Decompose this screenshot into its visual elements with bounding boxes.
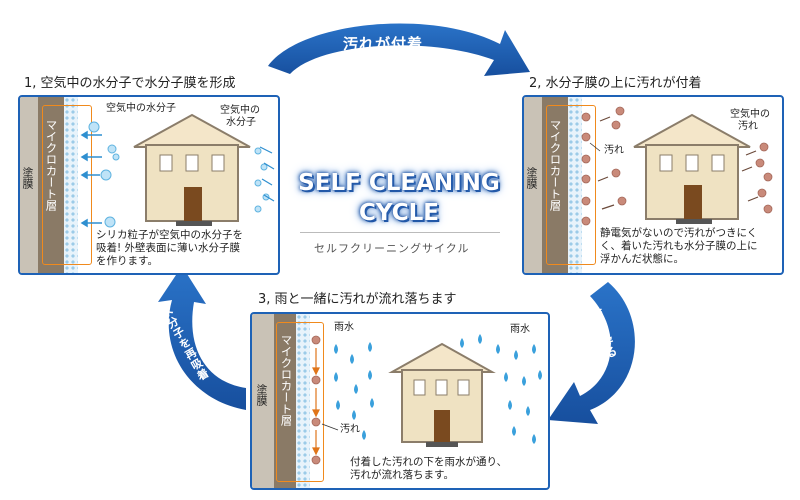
step1-label-b2: 水分子 xyxy=(226,117,256,128)
step2-paint-label: 塗膜 xyxy=(525,167,538,189)
step3-dirt-flowing xyxy=(311,335,321,465)
step2-layer-label: マイクロカート層 xyxy=(548,119,563,211)
step1-arrows xyxy=(80,130,102,228)
step1-house xyxy=(133,113,251,226)
step3-caption-1: 付着した汚れの下を雨水が通り、 xyxy=(350,456,508,468)
step3-title: 3, 雨と一緒に汚れが流れ落ちます xyxy=(258,292,457,307)
step1-illustration xyxy=(80,113,275,228)
step1-label-a: 空気中の水分子 xyxy=(106,103,176,114)
center-title-line1: SELF CLEANING xyxy=(298,170,500,196)
step3-caption-2: 汚れが流れ落ちます。 xyxy=(350,469,454,481)
step2-label-air2: 汚れ xyxy=(738,121,758,132)
step3-label-rain-left: 雨水 xyxy=(334,322,354,333)
step3-layer-label: マイクロカート層 xyxy=(279,334,294,426)
step1-paint-label: 塗膜 xyxy=(21,167,34,189)
top-cycle-arrow xyxy=(268,23,530,76)
step3-orange-box xyxy=(276,322,324,482)
step2-caption-2: く、着いた汚れも水分子膜の上に xyxy=(600,240,758,252)
step1-layer-label: マイクロカート層 xyxy=(44,119,59,211)
left-cycle-arrow xyxy=(158,266,246,410)
center-divider xyxy=(300,232,500,233)
step3-paint-strip xyxy=(252,314,274,488)
step1-paint-strip xyxy=(20,97,38,273)
step1-air-arrows xyxy=(259,146,275,202)
step1-caption-2: 吸着! 外壁表面に薄い水分子膜 xyxy=(96,242,241,254)
step1-caption-1: シリカ粒子が空気中の水分子を xyxy=(96,229,243,241)
step3-flow-arrows xyxy=(312,348,320,456)
top-arrow-label: 汚れが付着 xyxy=(343,35,424,53)
step2-paint-strip xyxy=(524,97,542,273)
step2-label-air1: 空気中の xyxy=(730,109,770,120)
step3-house xyxy=(388,342,496,447)
step2-dirt-arrows xyxy=(597,116,759,210)
right-cycle-arrow xyxy=(548,282,635,424)
center-title-line2: CYCLE xyxy=(359,200,439,226)
step2-caption-1: 静電気がないので汚れがつきにく xyxy=(600,227,758,239)
step3-label-rain-right: 雨水 xyxy=(510,324,530,335)
step3-dot-layer xyxy=(296,314,310,488)
step3-illustration xyxy=(311,334,542,465)
step2-dirt-on-layer xyxy=(581,112,591,226)
step2-house xyxy=(633,113,751,224)
step2-orange-box xyxy=(546,105,596,265)
step2-dot-layer xyxy=(568,97,582,273)
step1-water-molecules xyxy=(88,121,120,228)
step1-caption-3: を作ります。 xyxy=(96,255,158,267)
step1-panel: 塗膜 マイクロカート層 空気中の水分子 空気中の 水分子 シリカ粒子が空気中の水… xyxy=(18,95,280,275)
step2-caption-3: 浮かんだ状態に。 xyxy=(600,253,684,265)
step3-label-dirt: 汚れ xyxy=(340,424,360,435)
step2-dirt-in-air xyxy=(611,106,773,214)
step2-title: 2, 水分子膜の上に汚れが付着 xyxy=(529,76,702,91)
step2-panel: 塗膜 マイクロカート層 汚れ 空気中の 汚れ 静電気がないので汚れがつきにく く… xyxy=(522,95,784,275)
step3-paint-label: 塗膜 xyxy=(255,384,268,406)
step2-illustration xyxy=(581,106,773,226)
step1-orange-box xyxy=(42,105,92,265)
step3-panel: 塗膜 マイクロカート層 雨水 雨水 汚れ 付着した汚れの下を雨水が通り、 汚れが… xyxy=(250,312,550,490)
step1-label-b1: 空気中の xyxy=(220,105,260,116)
step1-air-molecules xyxy=(254,147,270,213)
step1-dot-layer xyxy=(64,97,78,273)
step3-raindrops-right xyxy=(460,334,542,444)
step2-label-dirt: 汚れ xyxy=(604,145,624,156)
step3-raindrops-left xyxy=(334,342,374,440)
step1-title: 1, 空気中の水分子で水分子膜を形成 xyxy=(24,76,236,91)
center-subtitle: セルフクリーニングサイクル xyxy=(314,242,470,255)
